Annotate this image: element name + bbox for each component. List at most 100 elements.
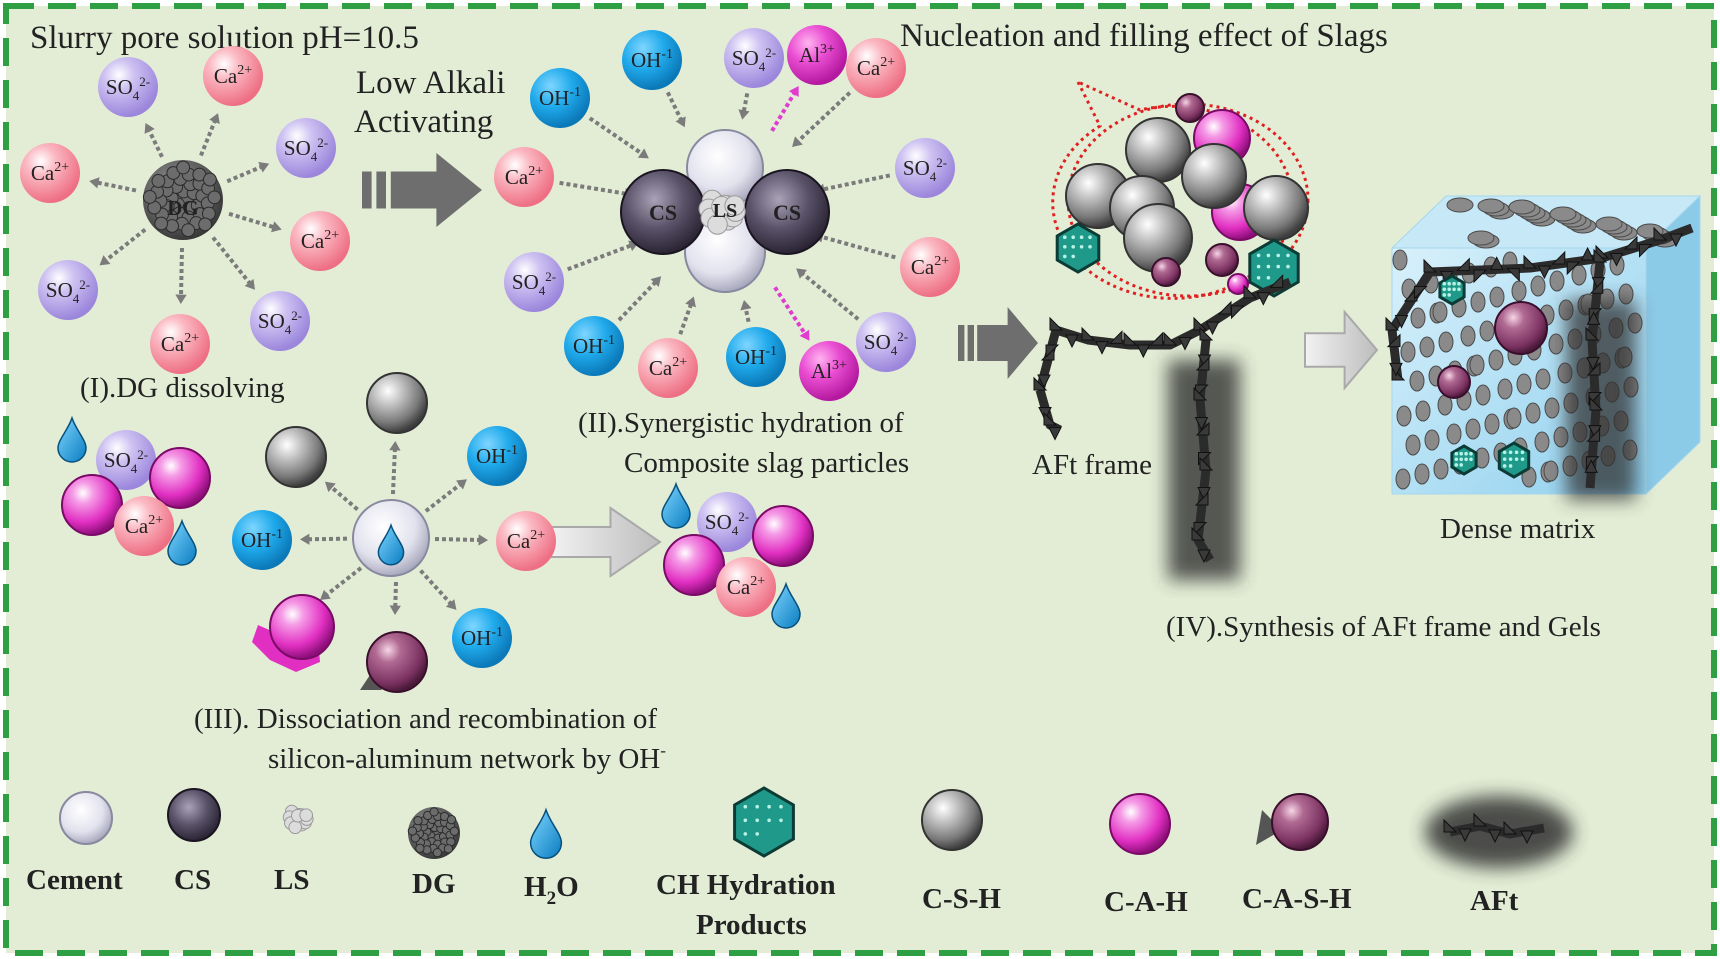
csh-particle <box>921 789 983 851</box>
so-ion: SO42- <box>96 430 156 490</box>
legend-cs-label: CS <box>174 864 211 896</box>
dotted-arrow <box>320 566 363 600</box>
oh-ion: OH-1 <box>452 608 512 668</box>
stage-3-label-line1: (III). Dissociation and recombination of <box>194 703 657 735</box>
aft-needle-chain <box>1033 376 1063 441</box>
dotted-arrow <box>389 440 401 495</box>
title-right: Nucleation and filling effect of Slags <box>900 18 1388 54</box>
ca-ion-label: Ca2+ <box>31 160 69 185</box>
so-ion: SO42- <box>250 291 310 351</box>
ca-ion: Ca2+ <box>496 511 556 571</box>
dotted-arrow <box>434 534 489 546</box>
stage-1-label: (I).DG dissolving <box>80 372 285 404</box>
csh-particle <box>265 426 327 488</box>
so-ion-label: SO42- <box>46 277 90 306</box>
so-ion-label: SO42- <box>903 155 947 184</box>
al-ion: Al3+ <box>799 341 859 401</box>
dotted-arrow <box>211 236 255 290</box>
cah-particle <box>269 594 335 660</box>
so-ion: SO42- <box>856 312 916 372</box>
so-ion-label: SO42- <box>705 509 749 538</box>
al-ion-label: Al3+ <box>811 358 847 383</box>
ls-particle <box>282 804 314 835</box>
water-drop <box>167 518 197 566</box>
oh-ion: OH-1 <box>622 30 682 90</box>
legend-aft-label: AFt <box>1470 885 1519 917</box>
legend-csh-label: C-S-H <box>922 883 1001 915</box>
legend-ch-label-line1: CH Hydration <box>656 869 836 901</box>
oh-ion-label: OH-1 <box>476 443 518 468</box>
aft-needle-chain <box>1033 274 1292 392</box>
al-ion: Al3+ <box>787 25 847 85</box>
al-ion-label: Al3+ <box>799 42 835 67</box>
dotted-arrow <box>678 296 696 335</box>
cash-particle <box>366 631 428 693</box>
dotted-arrow <box>424 479 467 513</box>
dotted-arrow <box>796 268 860 321</box>
water-drop <box>529 807 563 859</box>
diffusion-arrows <box>89 85 896 615</box>
ls-label: LS <box>713 200 737 222</box>
so-ion-label: SO42- <box>864 329 908 358</box>
process-arrow <box>958 307 1038 379</box>
so-ion: SO42- <box>504 252 564 312</box>
csh-particle <box>1243 175 1309 241</box>
ca-ion-label: Ca2+ <box>507 528 545 553</box>
cs-label-left: CS <box>649 200 677 225</box>
legend-cah-label: C-A-H <box>1104 886 1188 918</box>
cah-particle <box>1227 273 1249 295</box>
ca-ion-label: Ca2+ <box>857 55 895 80</box>
legend-ls-label: LS <box>274 864 309 896</box>
dotted-arrow <box>299 533 348 545</box>
dg-particle <box>407 807 460 859</box>
dotted-arrow <box>389 581 401 615</box>
cem-particle <box>59 791 113 845</box>
dotted-arrow <box>792 91 852 147</box>
aft-needle-chain <box>1385 223 1694 381</box>
so-ion: SO42- <box>724 28 784 88</box>
ca-ion-label: Ca2+ <box>649 355 687 380</box>
process-arrows <box>362 153 1379 578</box>
so-ion-label: SO42- <box>258 308 302 337</box>
ch-hydration-product <box>1055 222 1101 274</box>
cah-particle <box>149 447 211 509</box>
oh-ion-label: OH-1 <box>735 344 777 369</box>
cash-particle <box>1271 793 1329 851</box>
low-alkali-label: Low Alkali <box>356 65 505 101</box>
ca-ion: Ca2+ <box>114 496 174 556</box>
dotted-arrow <box>419 569 457 610</box>
stage-3-label-line2: silicon-aluminum network by OH- <box>268 741 666 775</box>
cah-particle <box>61 474 123 536</box>
cs-label-right: CS <box>773 200 801 225</box>
water-drop <box>57 415 87 463</box>
activating-label: Activating <box>354 104 493 140</box>
dg-particle <box>142 160 223 240</box>
dotted-arrow <box>324 481 359 511</box>
process-arrow <box>549 506 662 578</box>
dotted-arrow <box>89 177 137 193</box>
ca-ion: Ca2+ <box>20 143 80 203</box>
oh-ion: OH-1 <box>232 510 292 570</box>
dotted-arrow <box>228 211 282 233</box>
ca-ion: Ca2+ <box>494 147 554 207</box>
ca-ion: Ca2+ <box>900 237 960 297</box>
dotted-arrow <box>770 85 799 132</box>
oh-ion: OH-1 <box>726 327 786 387</box>
ca-ion: Ca2+ <box>846 38 906 98</box>
aft-needle-chain <box>1191 326 1214 564</box>
legend: Cement CS LS DG H2O CH Hydration Product… <box>26 864 1519 941</box>
ca-ion: Ca2+ <box>290 211 350 271</box>
so-ion: SO42- <box>98 57 158 117</box>
dotted-arrow <box>199 113 220 157</box>
ca-ion-label: Ca2+ <box>125 513 163 538</box>
dense-matrix-label: Dense matrix <box>1440 513 1596 545</box>
legend-cash-label: C-A-S-H <box>1242 883 1352 915</box>
cash-particle <box>1437 365 1471 399</box>
so-ion: SO42- <box>697 492 757 552</box>
ca-ion-label: Ca2+ <box>911 254 949 279</box>
dotted-arrow <box>740 300 752 323</box>
oh-ion-label: OH-1 <box>539 85 581 110</box>
ca-ion: Ca2+ <box>150 314 210 374</box>
